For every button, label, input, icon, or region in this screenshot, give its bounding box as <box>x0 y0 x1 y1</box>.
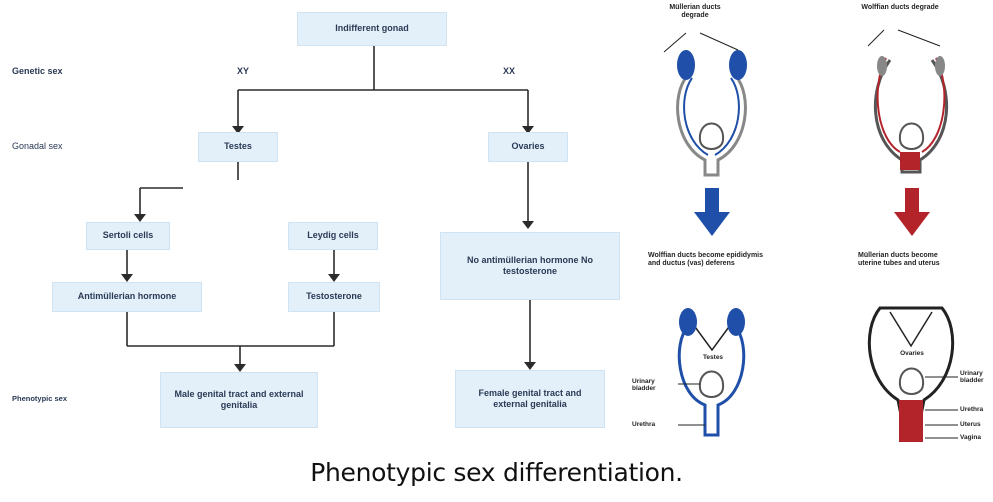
female-mid-note: Müllerian ducts become uterine tubes and… <box>858 252 958 268</box>
male-mid-note: Wolffian ducts become epididymis and duc… <box>648 252 766 268</box>
male-adult-illustration <box>678 308 745 435</box>
female-label-urethra: Urethra <box>960 406 992 413</box>
female-organ-label: Ovaries <box>896 350 928 357</box>
figure-caption: Phenotypic sex differentiation. <box>0 458 993 487</box>
female-embryo-illustration <box>868 30 947 172</box>
male-organ-label: Testes <box>697 354 729 361</box>
female-label-vagina: Vagina <box>960 434 992 441</box>
female-label-bladder: Urinary bladder <box>960 370 992 384</box>
female-differentiation-arrow <box>894 188 930 236</box>
male-label-bladder: Urinary bladder <box>632 378 676 392</box>
female-top-note: Wolffian ducts degrade <box>860 4 940 12</box>
female-label-uterus: Uterus <box>960 421 992 428</box>
male-top-note: Müllerian ducts degrade <box>655 4 735 20</box>
male-embryo-illustration <box>664 33 747 175</box>
male-differentiation-arrow <box>694 188 730 236</box>
male-label-urethra: Urethra <box>632 421 676 428</box>
female-adult-illustration <box>869 308 958 442</box>
